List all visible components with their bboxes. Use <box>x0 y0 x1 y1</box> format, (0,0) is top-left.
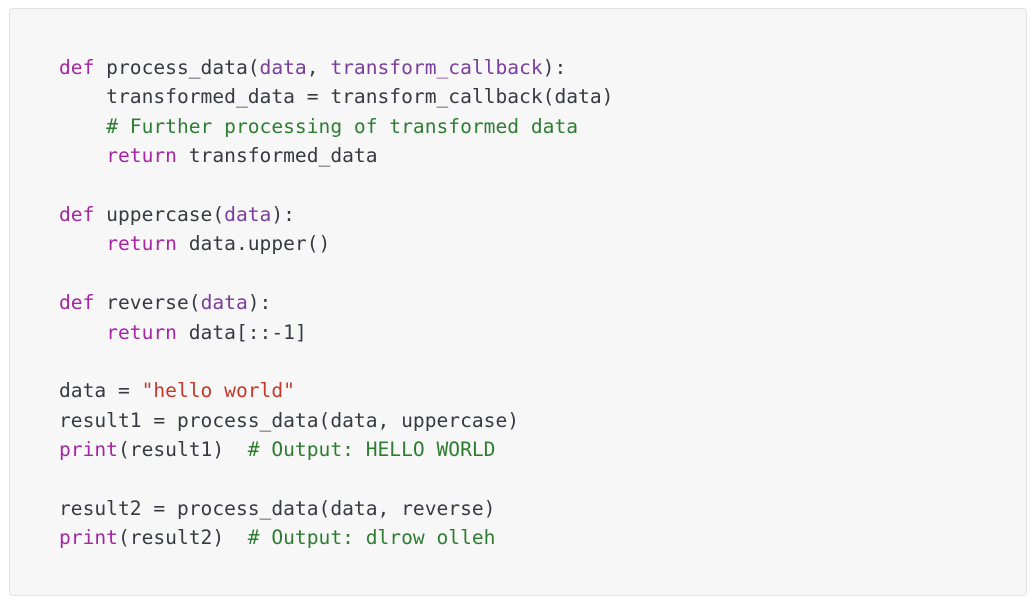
code-line: def reverse(data): <box>59 288 613 317</box>
code-line: print(result1) # Output: HELLO WORLD <box>59 435 613 464</box>
code-token-plain: transformed_data <box>176 144 378 168</box>
code-line: def uppercase(data): <box>59 200 613 229</box>
code-token-keyword: return <box>106 320 177 344</box>
code-token-plain <box>59 115 106 138</box>
code-token-plain: result2 = process_data(data, reverse) <box>59 496 496 520</box>
code-token-keyword: def <box>59 56 95 79</box>
code-block: def process_data(data, transform_callbac… <box>9 8 1027 596</box>
code-token-keyword: def <box>59 291 95 315</box>
code-line: data = "hello world" <box>59 376 613 405</box>
code-line: result2 = process_data(data, reverse) <box>59 494 613 523</box>
code-token-builtin: print <box>59 438 118 462</box>
code-line: # Further processing of transformed data <box>59 112 613 141</box>
code-token-plain: , <box>306 56 331 79</box>
code-token-comment: # Further processing of transformed data <box>106 114 579 138</box>
code-token-plain: (result1) <box>117 438 248 462</box>
code-token-plain: result1 = process_data(data, uppercase) <box>59 408 520 432</box>
code-line: ​ <box>59 347 613 376</box>
code-line: ​ <box>59 464 613 493</box>
code-token-builtin: print <box>59 526 118 550</box>
code-token-plain: transformed_data = transform_callback(da… <box>59 85 614 109</box>
code-token-plain: ): <box>247 291 272 315</box>
code-token-comment: # Output: HELLO WORLD <box>247 438 496 462</box>
code-token-plain: data.upper() <box>176 232 331 256</box>
code-line: result1 = process_data(data, uppercase) <box>59 406 613 435</box>
code-token-string: "hello world" <box>141 379 295 403</box>
code-line: transformed_data = transform_callback(da… <box>59 82 613 111</box>
code-token-plain: ): <box>542 56 567 79</box>
code-line: ​ <box>59 171 613 200</box>
code-token-plain: data = <box>59 379 142 403</box>
code-line: print(result2) # Output: dlrow olleh <box>59 523 613 552</box>
code-token-plain: reverse( <box>94 291 201 315</box>
code-token-plain: uppercase( <box>94 202 225 226</box>
code-token-keyword: return <box>106 232 177 256</box>
code-token-plain <box>59 321 106 344</box>
code-token-param: transform_callback <box>330 56 543 79</box>
code-token-number: 1 <box>283 320 295 344</box>
code-line: return data.upper() <box>59 229 613 258</box>
code-token-param: data <box>259 56 307 79</box>
code-token-comment: # Output: dlrow olleh <box>247 526 496 550</box>
code-token-keyword: return <box>106 144 177 168</box>
code-token-param: data <box>224 202 272 226</box>
code-content[interactable]: def process_data(data, transform_callbac… <box>59 53 613 553</box>
code-token-plain: process_data( <box>94 56 260 79</box>
code-token-plain: data[::- <box>176 320 284 344</box>
code-token-plain: ] <box>294 320 307 344</box>
code-line: def process_data(data, transform_callbac… <box>59 53 613 82</box>
code-token-plain: ): <box>271 202 295 226</box>
code-token-keyword: def <box>59 202 95 226</box>
code-line: return data[::-1] <box>59 318 613 347</box>
code-line: ​ <box>59 259 613 288</box>
code-line: return transformed_data <box>59 141 613 170</box>
code-token-param: data <box>200 291 248 315</box>
code-token-plain <box>59 232 106 255</box>
code-token-plain: (result2) <box>117 526 248 550</box>
code-token-plain <box>59 144 106 167</box>
